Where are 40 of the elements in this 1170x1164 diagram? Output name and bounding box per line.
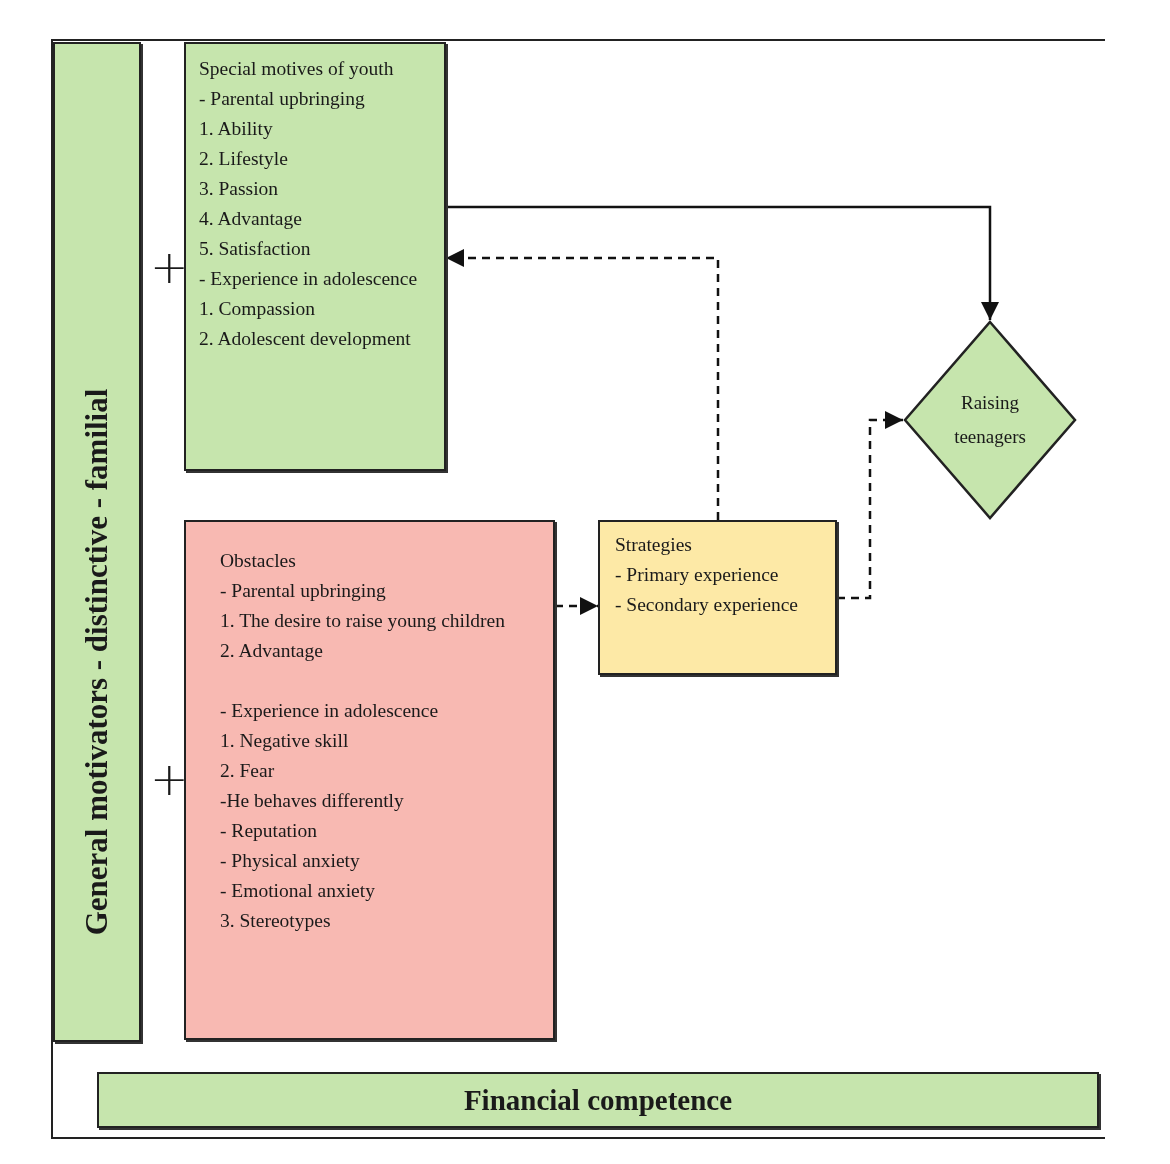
list-item: - Reputation <box>220 819 318 843</box>
list-item: 4. Advantage <box>199 207 303 231</box>
list-item: - Secondary experience <box>615 593 799 617</box>
list-item: 2. Adolescent development <box>199 327 412 351</box>
box-heading: Obstacles <box>220 549 297 573</box>
list-item: - Parental upbringing <box>220 579 387 603</box>
list-item: 1. Negative skill <box>220 729 350 753</box>
decision-diamond <box>903 320 1077 520</box>
list-item: 3. Passion <box>199 177 280 201</box>
list-item: 5. Satisfaction <box>199 237 312 261</box>
arrow <box>446 249 720 520</box>
list-item: - Emotional anxiety <box>220 879 376 903</box>
list-item: 1. Ability <box>199 117 274 141</box>
list-item: 2. Lifestyle <box>199 147 289 171</box>
list-item: 2. Advantage <box>220 639 324 663</box>
plus-sign: + <box>150 756 189 802</box>
list-item: 3. Stereotypes <box>220 909 332 933</box>
list-item: - Physical anxiety <box>220 849 361 873</box>
vertical-band <box>53 42 141 1042</box>
box-heading: Special motives of youth <box>199 57 395 81</box>
plus-sign: + <box>150 244 189 290</box>
list-item: 1. Compassion <box>199 297 316 321</box>
list-item: 1. The desire to raise young children <box>220 609 507 633</box>
list-item: - Primary experience <box>615 563 780 587</box>
arrow <box>555 597 598 615</box>
list-item: -He behaves differently <box>220 789 405 813</box>
list-item: - Parental upbringing <box>199 87 366 111</box>
list-item: - Experience in adolescence <box>199 267 419 291</box>
banner-title: Financial competence <box>463 1083 733 1117</box>
arrow <box>446 205 999 320</box>
list-item: 2. Fear <box>220 759 276 783</box>
diamond-label: Raising teenagers <box>953 391 1027 449</box>
box-heading: Strategies <box>615 533 693 557</box>
arrow <box>837 411 903 600</box>
text-box <box>184 520 555 1040</box>
text-box <box>598 520 837 675</box>
band-label: General motivators - distinctive - familial <box>79 388 114 935</box>
banner-bar <box>97 1072 1099 1128</box>
text-box <box>184 42 446 471</box>
list-item: - Experience in adolescence <box>220 699 440 723</box>
